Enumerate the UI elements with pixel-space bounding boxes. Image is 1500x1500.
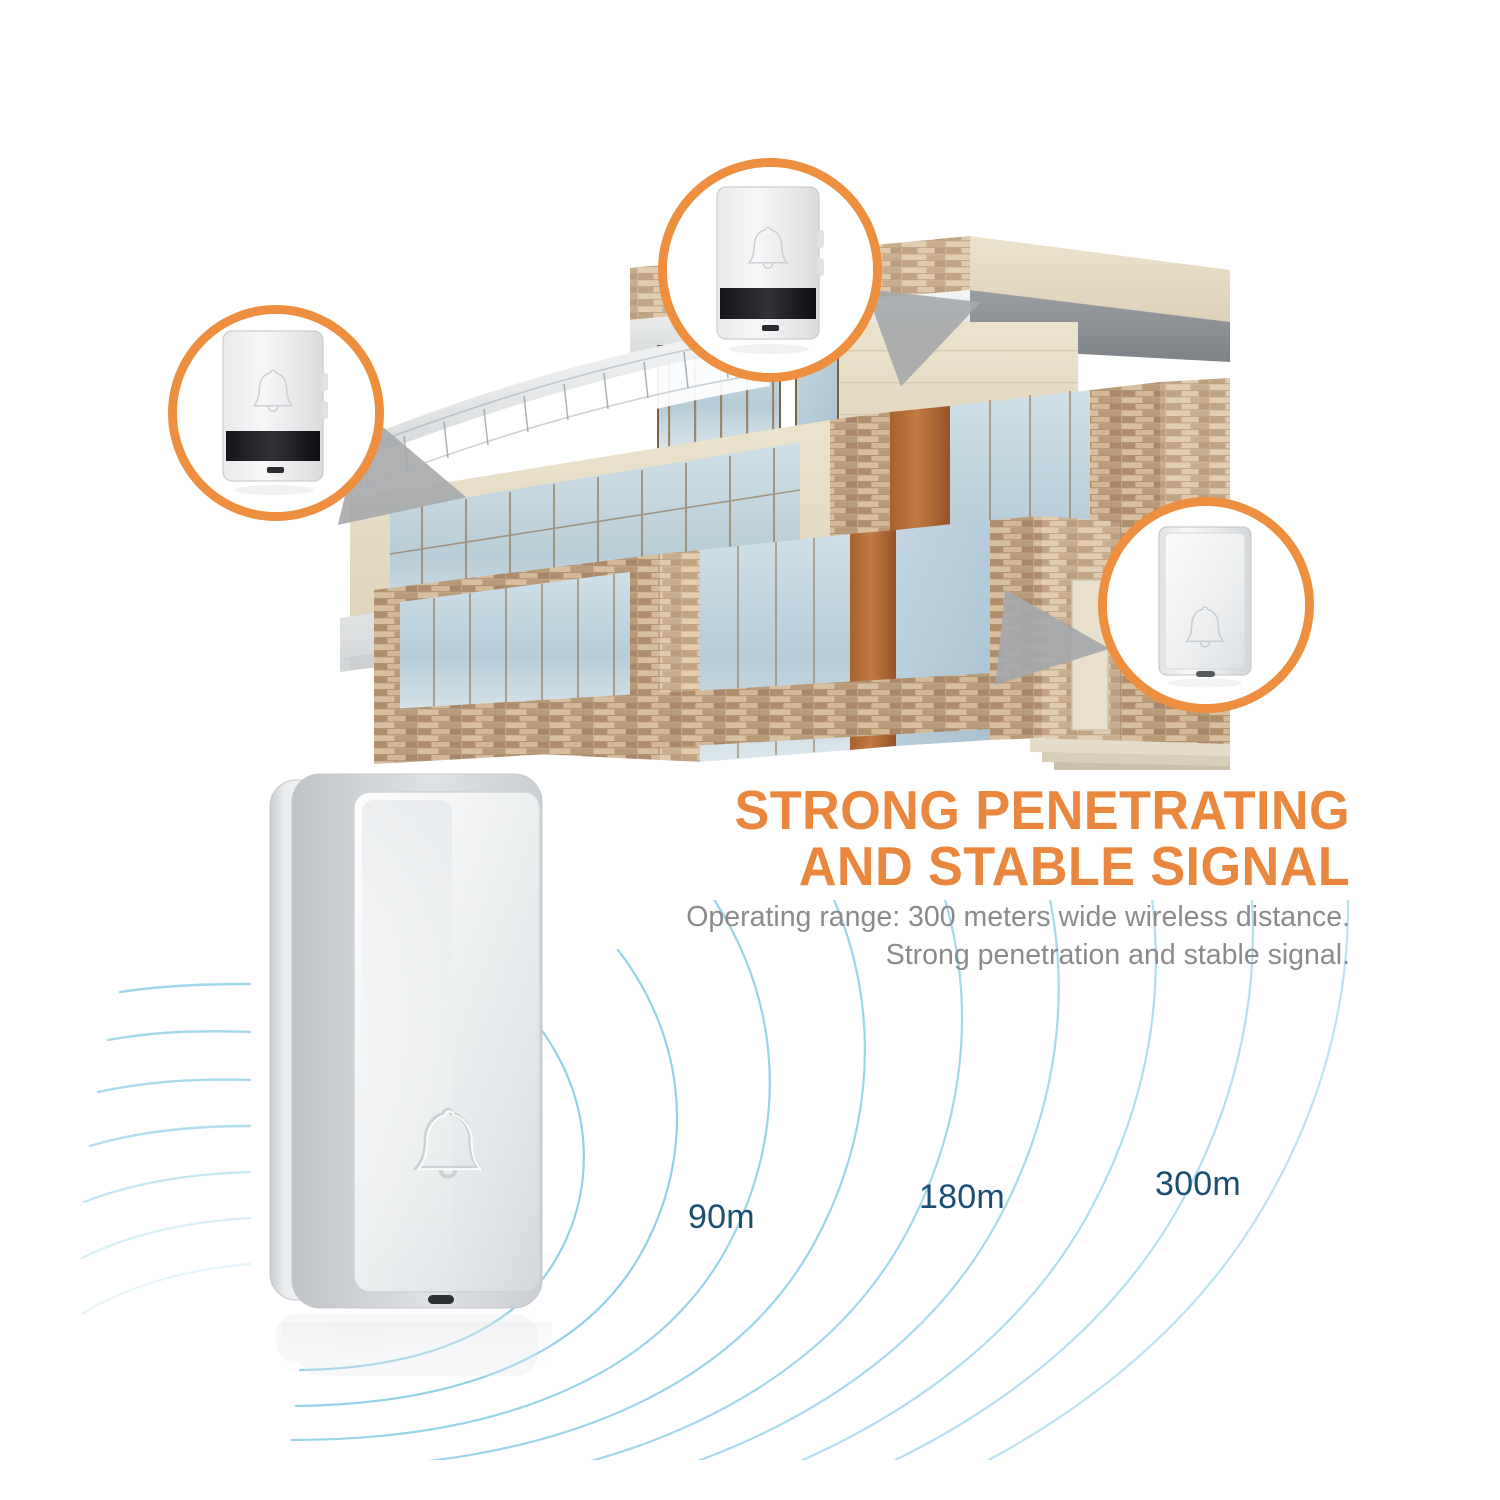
callout-content [1107, 506, 1305, 704]
doorbell-button-svg [269, 773, 552, 1380]
house-roof-canopy [334, 328, 770, 502]
subcopy: Operating range: 300 meters wide wireles… [560, 898, 1350, 974]
bell-icon [1184, 606, 1226, 648]
plug-in-receiver-device [222, 330, 328, 495]
headline-line-1: STRONG PENETRATING [734, 779, 1350, 841]
callout-receiver-left[interactable] [168, 305, 384, 521]
callout-content [177, 314, 375, 512]
signal-wave-diagram [80, 900, 1350, 1460]
headline-line-2: AND STABLE SIGNAL [798, 835, 1350, 897]
subcopy-line-2: Strong penetration and stable signal. [885, 939, 1350, 971]
main-product-doorbell-button [262, 762, 572, 1380]
subcopy-line-1: Operating range: 300 meters wide wireles… [686, 901, 1350, 933]
bell-icon [252, 369, 294, 413]
callout-pointer-right [995, 589, 1115, 697]
bell-icon [747, 226, 789, 270]
callout-receiver-top[interactable] [658, 158, 882, 382]
bell-icon [412, 1107, 484, 1179]
range-label-90m: 90m [688, 1198, 755, 1236]
range-label-180m: 180m [919, 1178, 1005, 1216]
callout-button-right[interactable] [1098, 497, 1314, 713]
range-label-300m: 300m [1155, 1165, 1241, 1203]
headline: STRONG PENETRATING AND STABLE SIGNAL [560, 782, 1350, 894]
plug-in-receiver-device [716, 186, 824, 354]
led-slot [428, 1295, 454, 1304]
push-button-transmitter-device [1158, 526, 1252, 688]
callout-content [667, 167, 873, 373]
